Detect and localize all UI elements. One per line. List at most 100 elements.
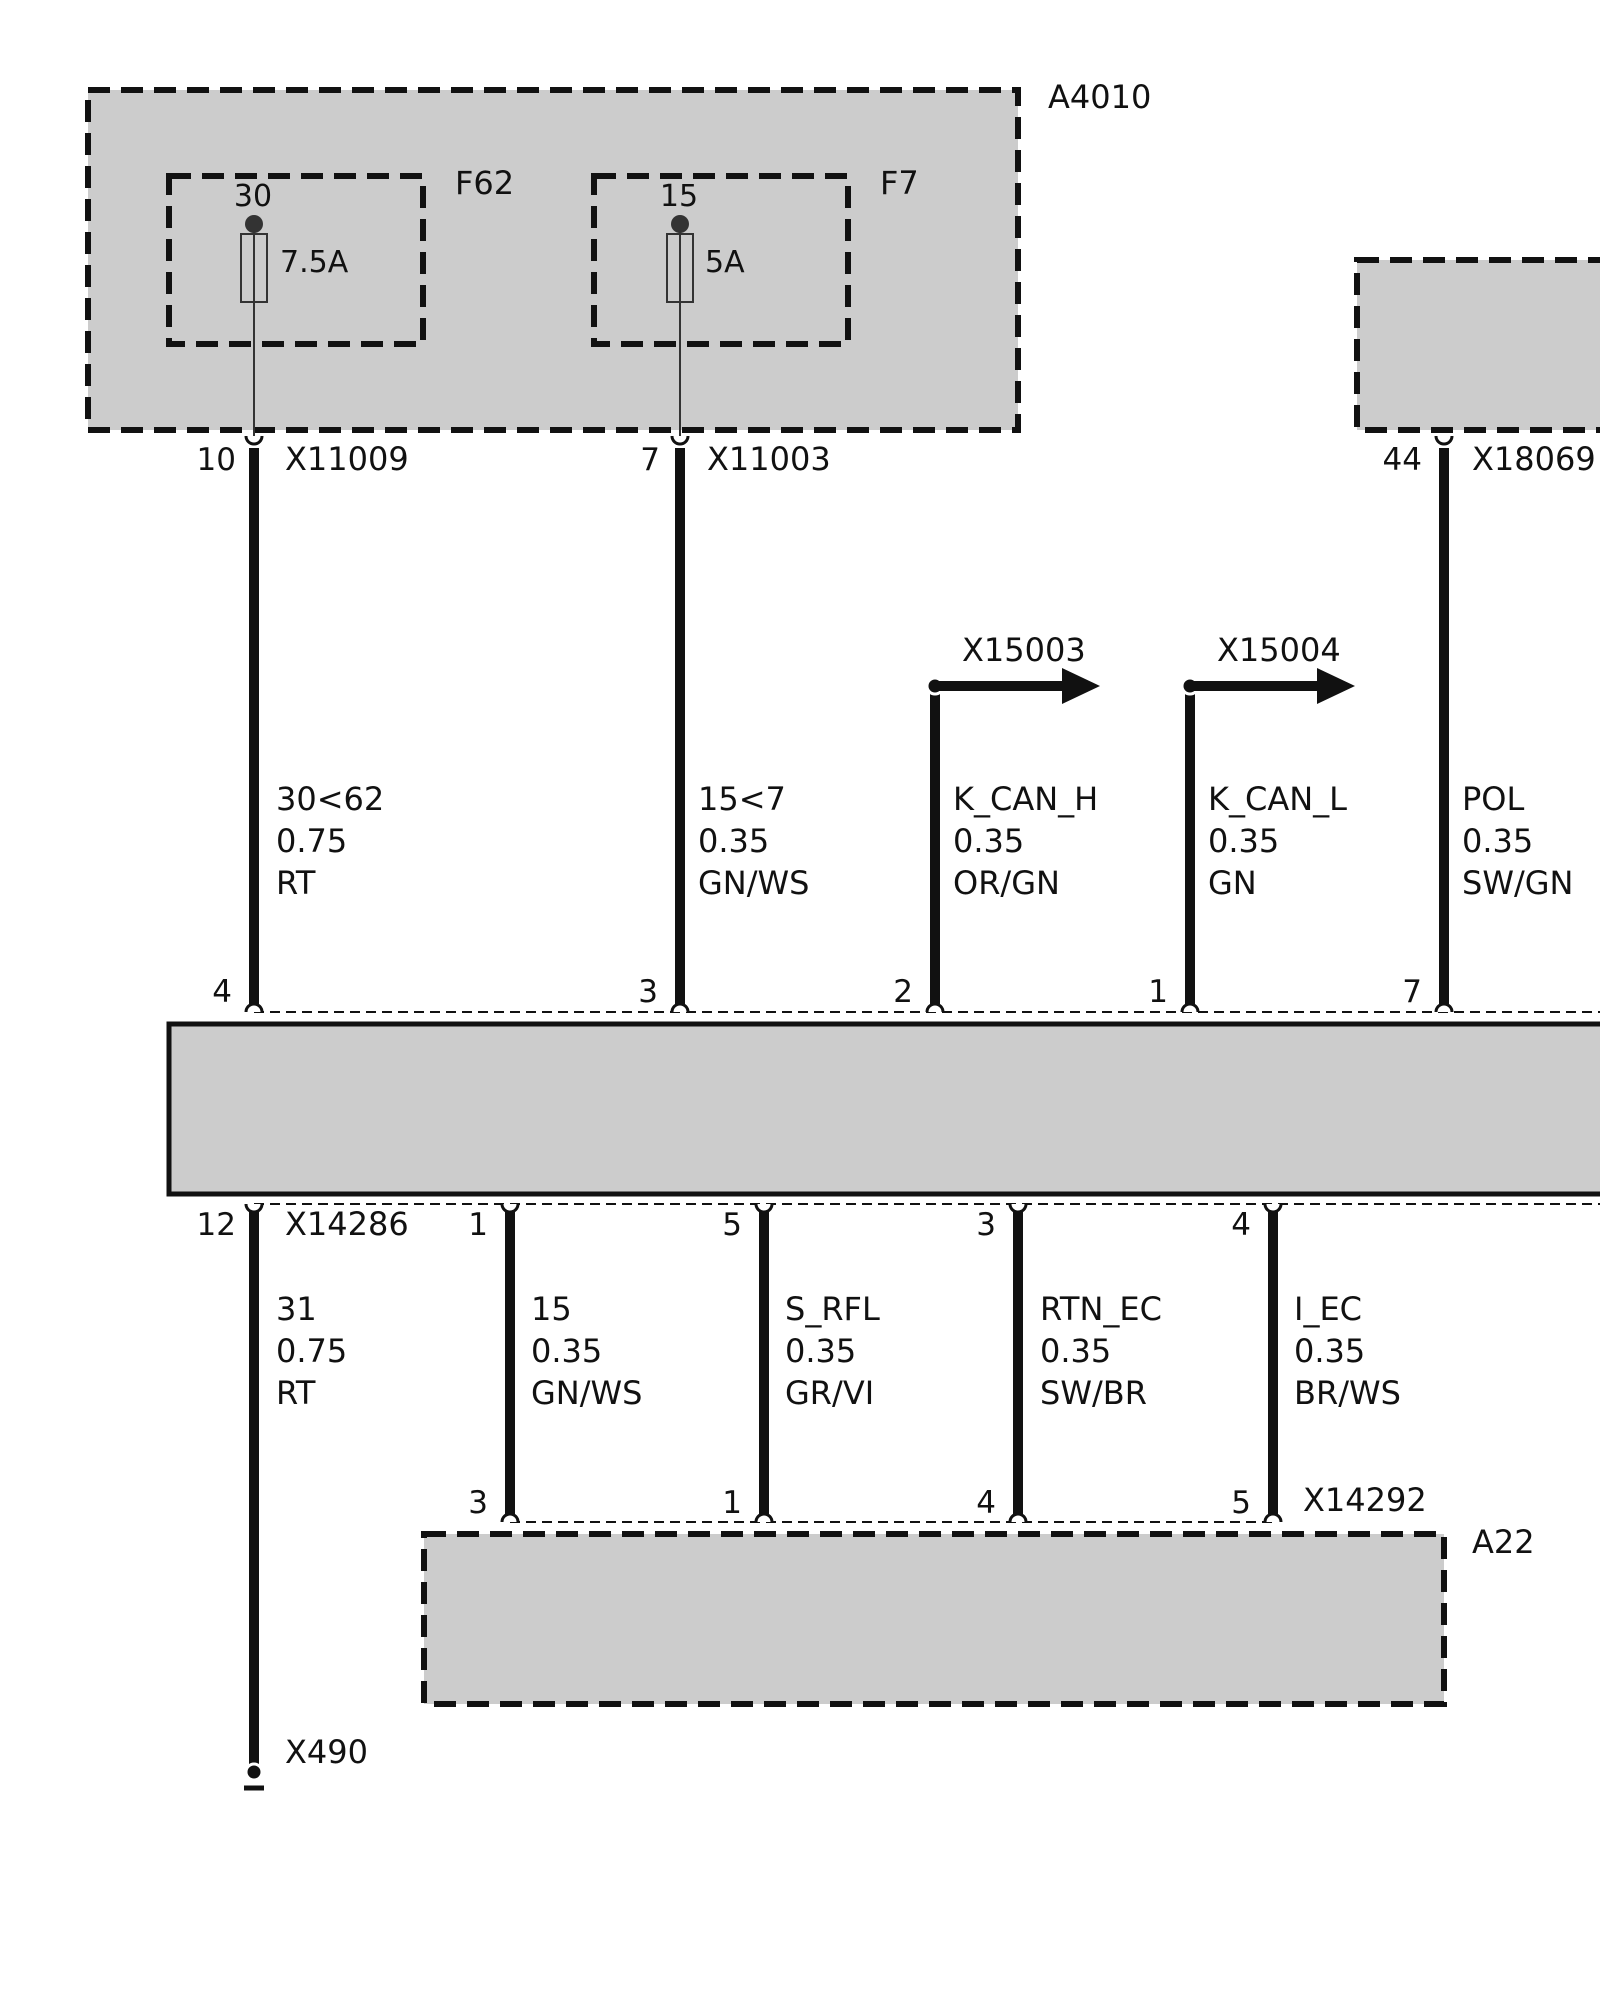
wire-pol-gauge: 0.35 xyxy=(1462,822,1533,860)
terminal-a22-pin-5 xyxy=(1263,1512,1283,1523)
wire-15-gauge: 0.35 xyxy=(531,1332,602,1370)
terminal-a22-pin-3 xyxy=(500,1512,520,1523)
wire-label-15: 15 0.35 GN/WS xyxy=(531,1290,642,1412)
wire-rtn-ec-signal: RTN_EC xyxy=(1040,1290,1162,1328)
wire-k-can-l-gauge: 0.35 xyxy=(1208,822,1279,860)
wire-label-k-can-l: K_CAN_L 0.35 GN xyxy=(1208,780,1347,902)
terminal-pin-1 xyxy=(1180,1002,1200,1013)
terminal-a22-pin-1 xyxy=(754,1512,774,1523)
wire-s-rfl-gauge: 0.35 xyxy=(785,1332,856,1370)
wire-label-15-7: 15<7 0.35 GN/WS xyxy=(698,780,809,902)
connector-x15004-label: X15004 xyxy=(1217,631,1341,669)
terminal-x18069 xyxy=(1434,435,1454,446)
pin-5-a22: 5 xyxy=(1231,1485,1251,1521)
module-a4010-label: A4010 xyxy=(1048,78,1151,116)
terminal-pin-3 xyxy=(670,1002,690,1013)
fuse-f62-terminal: 30 xyxy=(234,179,272,214)
ground-point-x490 xyxy=(244,1762,264,1782)
fuse-box-f7[interactable] xyxy=(591,173,851,347)
main-control-module[interactable] xyxy=(166,1021,1600,1197)
module-a4010[interactable] xyxy=(85,87,1021,433)
pin-12: 12 xyxy=(197,1207,236,1243)
pin-7-upper: 7 xyxy=(1402,974,1422,1010)
terminal-x11009 xyxy=(244,435,264,446)
connector-x11009-label: X11009 xyxy=(285,440,409,478)
wire-label-i-ec: I_EC 0.35 BR/WS xyxy=(1294,1290,1401,1412)
wire-pol-color: SW/GN xyxy=(1462,864,1573,902)
connector-x18069-label: X18069 xyxy=(1472,440,1596,478)
wire-15-7-signal: 15<7 xyxy=(698,780,786,818)
terminal-x11003 xyxy=(670,435,690,446)
wire-i-ec-signal: I_EC xyxy=(1294,1290,1362,1328)
terminal-pin-4 xyxy=(244,1002,264,1013)
wire-s-rfl-color: GR/VI xyxy=(785,1374,874,1412)
terminal-lower-pin-1 xyxy=(500,1203,520,1214)
arrow-x15004-head[interactable] xyxy=(1317,668,1355,704)
pin-7: 7 xyxy=(640,442,660,478)
wire-k-can-l-color: GN xyxy=(1208,864,1257,902)
pin-4-upper: 4 xyxy=(212,974,232,1010)
wire-k-can-l-signal: K_CAN_L xyxy=(1208,780,1347,818)
wire-s-rfl-signal: S_RFL xyxy=(785,1290,880,1328)
wire-label-pol: POL 0.35 SW/GN xyxy=(1462,780,1573,902)
module-right-partial[interactable] xyxy=(1354,257,1600,433)
wire-15-7-gauge: 0.35 xyxy=(698,822,769,860)
ground-x490-label: X490 xyxy=(285,1733,368,1771)
wire-pol-signal: POL xyxy=(1462,780,1524,818)
connector-x11003-label: X11003 xyxy=(707,440,831,478)
fuse-box-f62[interactable] xyxy=(166,173,426,347)
wire-rtn-ec-color: SW/BR xyxy=(1040,1374,1147,1412)
connector-x15003-label: X15003 xyxy=(962,631,1086,669)
wire-label-30-62: 30<62 0.75 RT xyxy=(276,780,384,902)
pin-3-a22: 3 xyxy=(468,1485,488,1521)
wire-30-62-gauge: 0.75 xyxy=(276,822,347,860)
wire-15-signal: 15 xyxy=(531,1290,572,1328)
wire-label-k-can-h: K_CAN_H 0.35 OR/GN xyxy=(953,780,1098,902)
wire-rtn-ec-gauge: 0.35 xyxy=(1040,1332,1111,1370)
fuse-f62-rating: 7.5A xyxy=(280,245,349,280)
terminal-lower-pin-4 xyxy=(1263,1203,1283,1214)
fuse-f7-label: F7 xyxy=(880,164,919,202)
module-a22[interactable] xyxy=(421,1531,1447,1707)
wire-i-ec-gauge: 0.35 xyxy=(1294,1332,1365,1370)
wire-i-ec-color: BR/WS xyxy=(1294,1374,1401,1412)
pin-44: 44 xyxy=(1383,442,1422,478)
wire-31-gauge: 0.75 xyxy=(276,1332,347,1370)
wire-k-can-h-color: OR/GN xyxy=(953,864,1060,902)
module-a22-label: A22 xyxy=(1472,1523,1535,1561)
wire-30-62-color: RT xyxy=(276,864,316,902)
fuse-f7-terminal: 15 xyxy=(660,179,698,214)
wire-label-rtn-ec: RTN_EC 0.35 SW/BR xyxy=(1040,1290,1162,1412)
pin-1-a22: 1 xyxy=(722,1485,742,1521)
fuse-f7-rating: 5A xyxy=(705,245,745,280)
pin-4-a22: 4 xyxy=(976,1485,996,1521)
wire-15-color: GN/WS xyxy=(531,1374,642,1412)
wire-30-62-signal: 30<62 xyxy=(276,780,384,818)
wire-label-s-rfl: S_RFL 0.35 GR/VI xyxy=(785,1290,880,1412)
pin-5-lower: 5 xyxy=(722,1207,742,1243)
terminal-lower-pin-5 xyxy=(754,1203,774,1214)
fuse-f62-label: F62 xyxy=(455,164,514,202)
wire-k-can-h-signal: K_CAN_H xyxy=(953,780,1098,818)
wire-31-color: RT xyxy=(276,1374,316,1412)
terminal-pin-7 xyxy=(1434,1002,1454,1013)
wire-31-signal: 31 xyxy=(276,1290,317,1328)
pin-4-lower: 4 xyxy=(1231,1207,1251,1243)
wire-label-31: 31 0.75 RT xyxy=(276,1290,347,1412)
pin-1-upper: 1 xyxy=(1148,974,1168,1010)
pin-2-upper: 2 xyxy=(893,974,913,1010)
terminal-pin-2 xyxy=(925,1002,945,1013)
arrow-x15003-head[interactable] xyxy=(1062,668,1100,704)
terminal-pin-12 xyxy=(244,1203,264,1214)
wire-15-7-color: GN/WS xyxy=(698,864,809,902)
pin-3-lower: 3 xyxy=(976,1207,996,1243)
pin-10: 10 xyxy=(197,442,236,478)
pin-3-upper: 3 xyxy=(638,974,658,1010)
connector-x14286-label: X14286 xyxy=(285,1205,409,1243)
connector-x14292-label: X14292 xyxy=(1303,1481,1427,1519)
pin-1-lower: 1 xyxy=(468,1207,488,1243)
terminal-lower-pin-3 xyxy=(1008,1203,1028,1214)
wire-k-can-h-gauge: 0.35 xyxy=(953,822,1024,860)
terminal-a22-pin-4 xyxy=(1008,1512,1028,1523)
